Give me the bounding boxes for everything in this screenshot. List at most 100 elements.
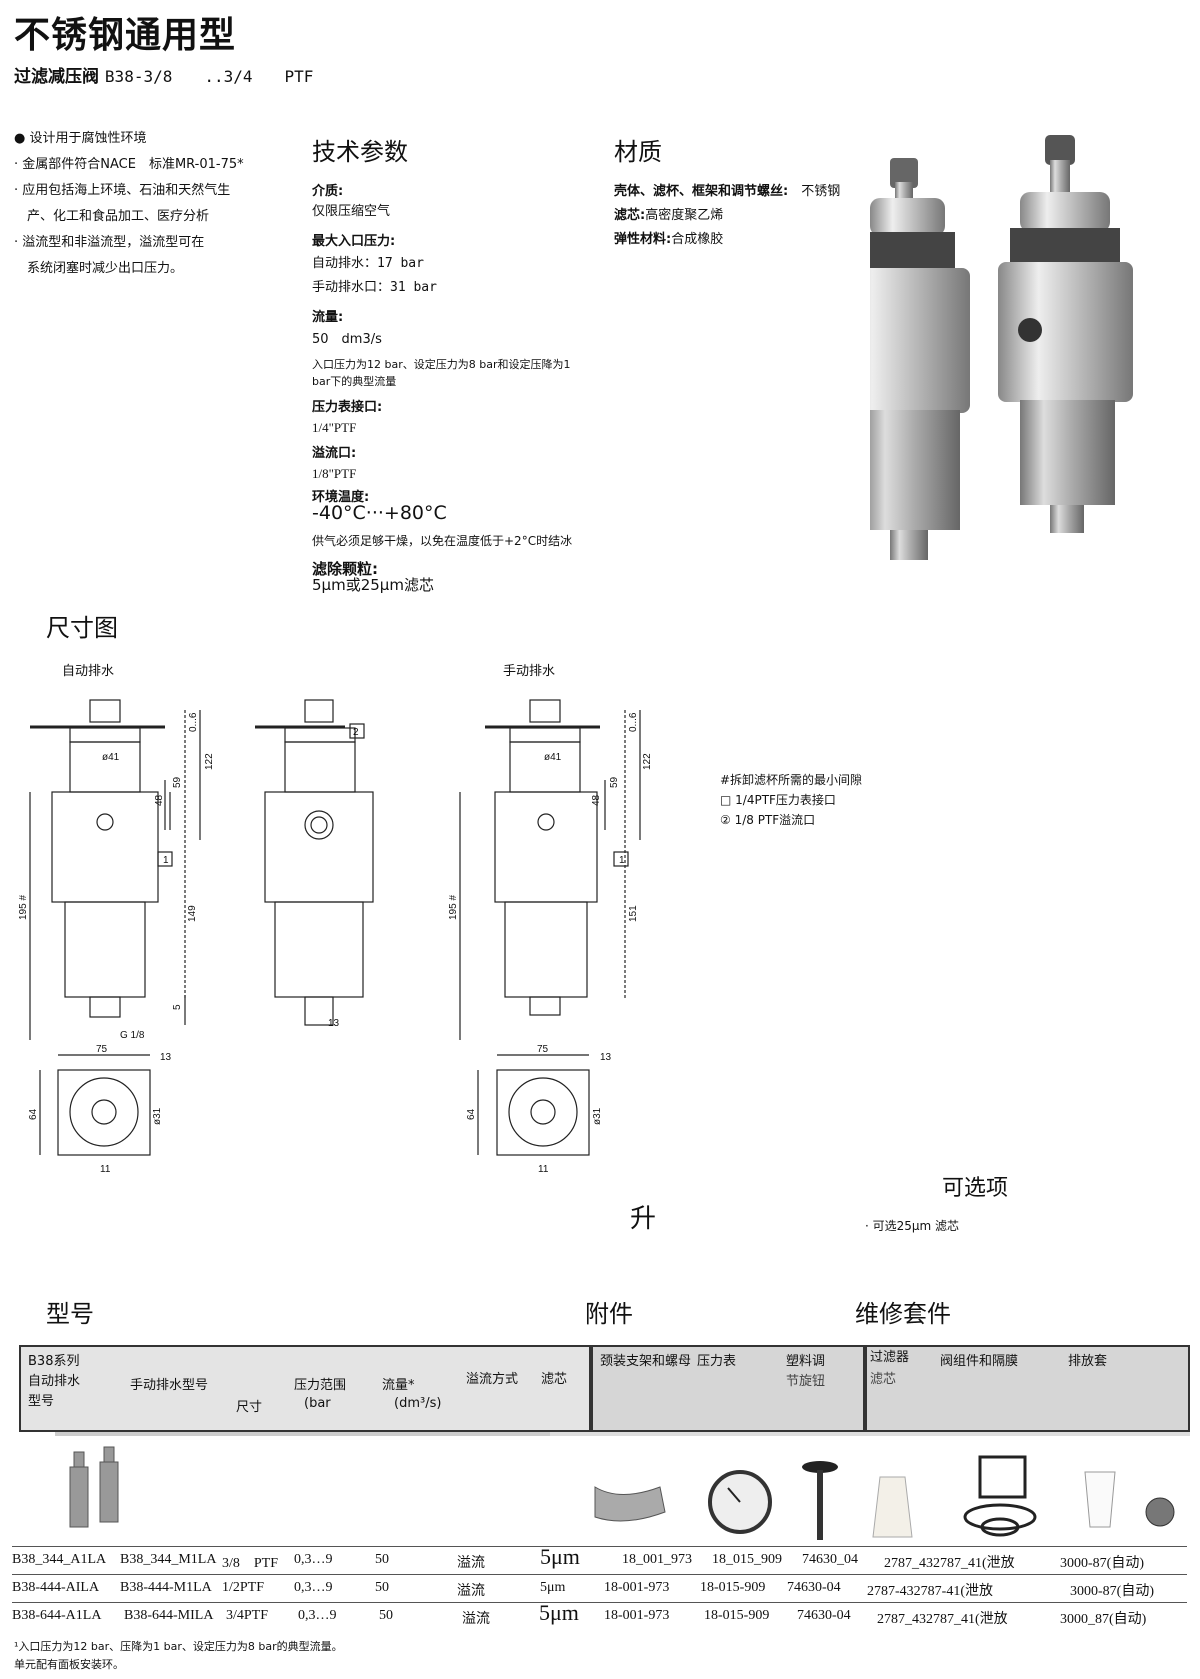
dim-11: 11: [538, 1164, 549, 1175]
subtitle-cn: 过滤减压阀: [14, 67, 99, 87]
dim-195: 195 #: [18, 895, 29, 920]
cell-valve-kit: 2787_432787_41(泄放: [884, 1556, 1015, 1571]
col-auto-model2: 型号: [28, 1394, 55, 1409]
regulator-back: [998, 135, 1133, 533]
row-divider: [12, 1574, 1187, 1575]
temp-label: 环境温度:: [312, 490, 370, 505]
material-value: 合成橡胶: [671, 232, 724, 247]
parts-pictures: [55, 1432, 1190, 1540]
col-relief: 溢流方式: [466, 1372, 519, 1387]
material-value: 不锈钢: [801, 184, 841, 199]
cell-drain: 3000_87(自动): [1060, 1612, 1147, 1627]
footnote: ¹入口压力为12 bar、压降为1 bar、设定压力为8 bar的典型流量。: [14, 1640, 343, 1653]
cell-knob: 74630-04: [787, 1580, 841, 1595]
cell-valve-kit: 2787_432787_41(泄放: [877, 1612, 1008, 1627]
filter-label: 滤除颗粒:: [312, 560, 378, 578]
row-divider: [12, 1602, 1187, 1603]
subtitle-model: B38-3/8 ..3/4 PTF: [104, 67, 314, 86]
callout-2: 2: [353, 727, 359, 738]
temp-value: -40°C···+80°C: [312, 502, 447, 524]
option-item: · 可选25μm 滤芯: [865, 1219, 960, 1233]
drain-bowl-icon: [1084, 1471, 1116, 1528]
dim-31: ø31: [592, 1107, 603, 1125]
dim-59: 59: [172, 776, 183, 788]
cell-filter: 5μm: [540, 1544, 580, 1569]
stray-glyph: 升: [630, 1204, 657, 1234]
callout-1: 1: [619, 855, 625, 866]
drawing-auto-bottom: [39, 1054, 151, 1156]
dim-0-6: 0...6: [628, 712, 639, 732]
table-header-service: [865, 1345, 1190, 1432]
dim-41: ø41: [544, 752, 562, 763]
dimensions-heading: 尺寸图: [46, 614, 118, 642]
cell-size: 1/2PTF: [222, 1580, 265, 1595]
cell-gauge: 18-015-909: [704, 1608, 770, 1623]
col-bracket: 颈装支架和螺母: [600, 1354, 692, 1369]
table-header-models: [19, 1345, 591, 1432]
col-knob2: 节旋钮: [786, 1374, 826, 1389]
cell-valve-kit: 2787-432787-41(泄放: [867, 1584, 993, 1599]
dim-5: 5: [172, 1004, 183, 1010]
medium-label: 介质:: [312, 184, 344, 199]
cell-size: 3/8 PTF: [222, 1556, 279, 1571]
filter-value: 5μm或25μm滤芯: [312, 576, 434, 594]
flow-note: 入口压力为12 bar、设定压力为8 bar和设定压降为1: [312, 358, 571, 371]
cell-knob: 74630_04: [802, 1552, 858, 1567]
material-value: 高密度聚乙烯: [645, 208, 724, 223]
dim-48: 48: [591, 794, 602, 806]
cell-filter: 5μm: [539, 1600, 579, 1625]
cell-flow: 50: [375, 1580, 389, 1595]
table-header-accessories: [591, 1345, 865, 1432]
flow-label: 流量:: [312, 310, 344, 325]
page-subtitle: 过滤减压阀 B38-3/8 ..3/4 PTF: [14, 62, 313, 87]
manual-drain-label: 手动排水: [503, 664, 556, 679]
dim-64: 64: [28, 1108, 39, 1120]
table-row: B38_344_A1LA B38_344_M1LA 3/8 PTF 0,3…9 …: [12, 1544, 1187, 1574]
table-row: B38-644-A1LA B38-644-MILA 3/4PTF 0,3…9 5…: [12, 1600, 1187, 1630]
drawing-auto-front: [29, 699, 201, 1040]
cell-filter: 5μm: [540, 1580, 566, 1595]
cell-auto-model: B38_344_A1LA: [12, 1552, 107, 1567]
row-divider: [12, 1546, 1187, 1547]
features-list: ● 设计用于腐蚀性环境 · 金属部件符合NACE 标准MR-01-75* · 应…: [14, 126, 244, 282]
col-pressure: 压力范围: [294, 1378, 347, 1393]
cell-size: 3/4PTF: [226, 1608, 269, 1623]
dim-59: 59: [609, 776, 620, 788]
feature-item: · 应用包括海上环境、石油和天然气生: [14, 183, 231, 198]
cell-drain: 3000-87(自动): [1060, 1556, 1144, 1571]
col-auto-model: 自动排水: [28, 1374, 81, 1389]
col-size: 尺寸: [236, 1400, 263, 1415]
cell-auto-model: B38-644-A1LA: [12, 1608, 102, 1623]
dimension-legend: #拆卸滤杯所需的最小间隙 □ 1/4PTF压力表接口 ② 1/8 PTF溢流口: [720, 770, 862, 830]
col-manual-model: 手动排水型号: [130, 1378, 209, 1393]
col-filter: 滤芯: [541, 1372, 568, 1387]
cell-pressure: 0,3…9: [294, 1552, 333, 1567]
dim-48: 48: [154, 794, 165, 806]
feature-item: 产、化工和食品加工、医疗分析: [14, 209, 210, 224]
drawing-manual-bottom: [477, 1054, 590, 1156]
dim-122: 122: [642, 753, 653, 770]
drain-valve-icon: [1145, 1497, 1175, 1527]
cell-relief: 溢流: [462, 1612, 490, 1627]
flow-note: bar下的典型流量: [312, 375, 397, 388]
feature-item: · 金属部件符合NACE 标准MR-01-75*: [14, 157, 244, 172]
filter-element-icon: [872, 1476, 913, 1538]
dim-75: 75: [96, 1044, 108, 1055]
max-inlet-auto: 自动排水：17 bar: [312, 256, 424, 271]
dim-41: ø41: [102, 752, 120, 763]
valve-kit-icon: [963, 1455, 1037, 1537]
material-label: 弹性材料:: [614, 232, 672, 247]
legend-item: ② 1/8 PTF溢流口: [720, 813, 816, 827]
models-heading: 型号: [46, 1300, 94, 1328]
cell-manual-model: B38-444-M1LA: [120, 1580, 212, 1595]
col-filter-kit2: 滤芯: [870, 1372, 897, 1387]
footnote: 单元配有面板安装环。: [14, 1658, 124, 1671]
page-title: 不锈钢通用型: [14, 15, 237, 56]
col-filter-kit: 过滤器: [870, 1350, 910, 1365]
flow-value: 50 dm3/s: [312, 332, 382, 347]
regulator-front: [870, 158, 970, 560]
max-inlet-manual: 手动排水口：31 bar: [312, 280, 437, 295]
dim-13: 13: [160, 1052, 172, 1063]
cell-flow: 50: [379, 1608, 393, 1623]
material-label: 壳体、滤杯、框架和调节螺丝:: [614, 184, 789, 199]
